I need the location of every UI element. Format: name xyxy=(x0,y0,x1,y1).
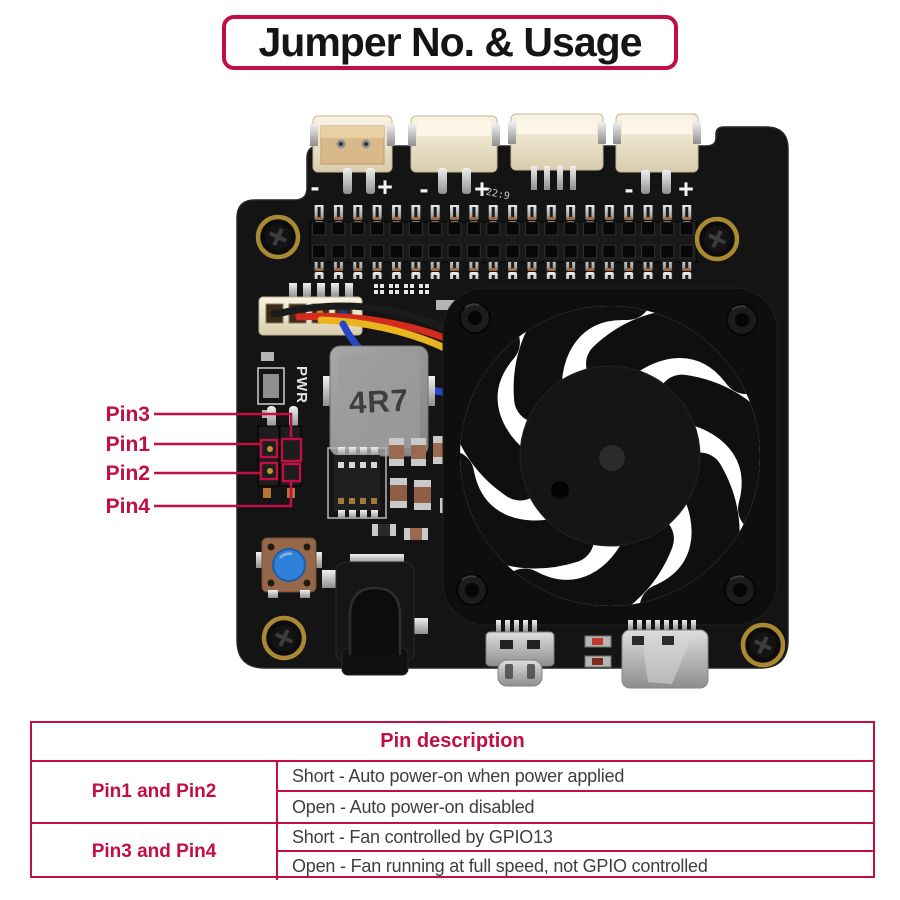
fan-screw-bottom-right xyxy=(724,574,756,606)
mounting-screw-bottom-right xyxy=(743,625,783,665)
pin1-label: Pin1 xyxy=(106,433,151,456)
gpio-header xyxy=(309,205,698,279)
mounting-screw-top-left xyxy=(258,217,298,257)
fan-screw-top-left xyxy=(459,302,491,334)
jst-connector-4 xyxy=(613,113,701,194)
usb-c-port xyxy=(621,620,709,689)
cooling-fan xyxy=(442,287,778,626)
table-header: Pin description xyxy=(32,723,873,762)
pin2-marker-box xyxy=(259,461,279,481)
power-button xyxy=(256,537,322,598)
table-desc-open-power-on: Open - Auto power-on disabled xyxy=(292,796,535,817)
pin2-label: Pin2 xyxy=(106,462,150,485)
pin3-label: Pin3 xyxy=(106,403,150,426)
table-pin3-pin4-cell: Pin3 and Pin4 xyxy=(32,822,278,880)
page-title: Jumper No. & Usage xyxy=(258,19,643,65)
mounting-screw-bottom-left xyxy=(264,618,304,658)
connector4-plus-label: + xyxy=(678,174,694,204)
micro-usb-port xyxy=(485,620,555,687)
title-box: Jumper No. & Usage xyxy=(222,15,678,70)
jst-connector-3 xyxy=(508,113,606,190)
pwr-silkscreen: PWR xyxy=(293,366,310,404)
pin4-callout-line xyxy=(154,481,293,508)
inductor xyxy=(323,345,435,457)
pin-description-table: Pin description Pin1 and Pin2 Short - Au… xyxy=(30,721,875,880)
connector4-minus-label: - xyxy=(625,174,634,204)
connector1-plus-label: + xyxy=(377,172,393,202)
pin3-marker-box xyxy=(280,437,303,463)
mounting-screw-top-right xyxy=(697,219,737,259)
connector2-plus-label: + xyxy=(474,174,490,204)
silkscreen-code: 22:9 xyxy=(485,187,511,203)
connector2-minus-label: - xyxy=(420,174,429,204)
pin1-marker-box xyxy=(259,438,279,459)
dc-power-jack xyxy=(322,554,428,676)
ic-chip xyxy=(327,447,387,519)
jst-connector-2 xyxy=(408,115,500,194)
table-desc-short-fan: Short - Fan controlled by GPIO13 xyxy=(278,822,873,852)
fan-screw-bottom-left xyxy=(456,574,488,606)
connector1-minus-label: - xyxy=(311,172,320,202)
table-desc-short-power-on: Short - Auto power-on when power applied xyxy=(278,762,873,792)
pin3-callout-line xyxy=(154,412,293,437)
pin4-label: Pin4 xyxy=(106,495,151,518)
table-desc-open-fan: Open - Fan running at full speed, not GP… xyxy=(292,855,708,876)
fan-screw-top-right xyxy=(726,304,758,336)
pin4-marker-box xyxy=(281,462,302,483)
jumper-callouts: Pin3 Pin1 Pin2 Pin4 xyxy=(106,403,303,518)
jst-connector-1 xyxy=(310,115,395,194)
board-photo: - + - + 22:9 - + xyxy=(106,113,789,689)
status-leds xyxy=(584,635,612,668)
table-pin1-pin2-cell: Pin1 and Pin2 xyxy=(32,762,278,822)
inductor-marking: 4R7 xyxy=(348,382,410,420)
